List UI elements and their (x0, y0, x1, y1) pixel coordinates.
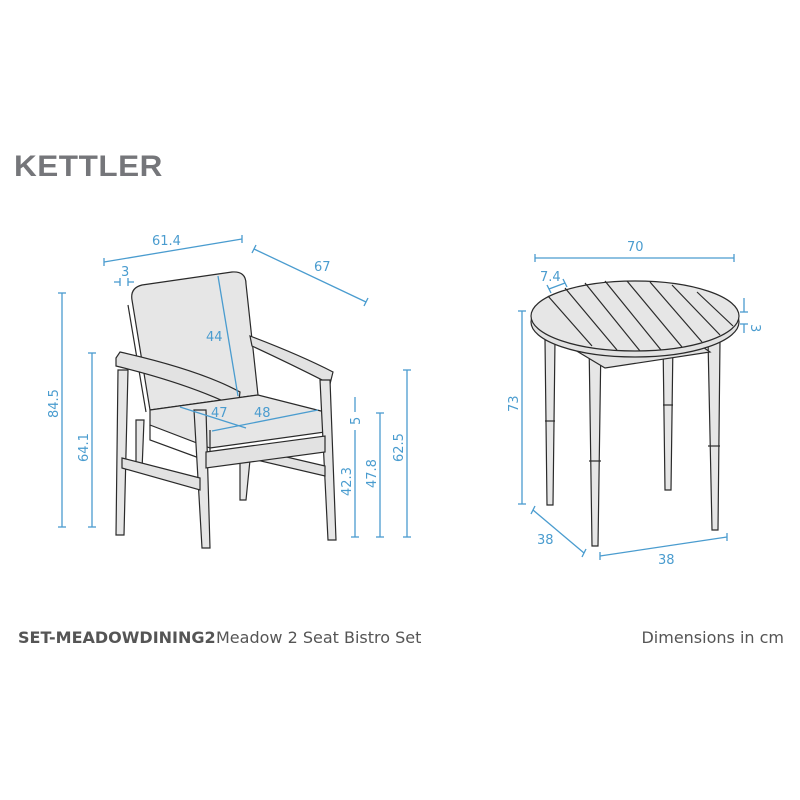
chair-drawing (115, 271, 337, 549)
units-note: Dimensions in cm (641, 628, 784, 647)
dim-chair-total-height: 84.5 (47, 389, 62, 418)
product-sku: SET-MEADOWDINING2 (18, 628, 216, 647)
dim-chair-arm-height: 62.5 (392, 433, 407, 462)
dim-chair-depth: 67 (314, 260, 331, 275)
dim-table-height: 73 (507, 395, 522, 412)
dim-chair-cushion-thickness: 5 (349, 417, 364, 425)
dim-table-slat-width: 7.4 (540, 270, 561, 285)
dim-chair-seat-width: 48 (254, 406, 271, 421)
dim-chair-width: 61.4 (152, 234, 181, 249)
dim-chair-seat-top-height: 47.8 (365, 459, 380, 488)
dim-table-base-width: 38 (658, 553, 675, 568)
product-name: Meadow 2 Seat Bistro Set (216, 628, 422, 647)
dim-table-base-depth: 38 (537, 533, 554, 548)
table-drawing (530, 280, 740, 547)
dim-chair-seat-height: 42.3 (340, 467, 355, 496)
dim-chair-back-height: 44 (206, 330, 223, 345)
table-dimension-lines (518, 254, 748, 560)
dim-table-diameter: 70 (627, 240, 644, 255)
dim-chair-arm-thickness: 3 (121, 265, 129, 280)
dim-chair-arm-height-side: 64.1 (77, 433, 92, 462)
brand-logo: KETTLER (14, 150, 163, 183)
chair-dimension-lines (58, 235, 411, 538)
dim-table-top-thickness: 3 (747, 324, 762, 332)
dim-chair-seat-depth: 47 (211, 406, 228, 421)
